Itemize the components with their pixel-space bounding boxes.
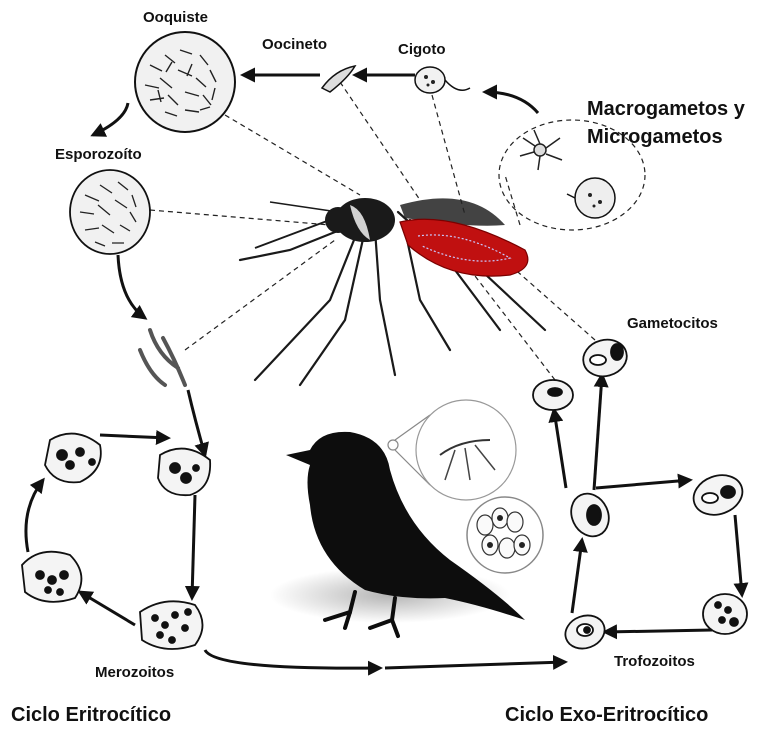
erythro-cell-2	[158, 449, 210, 496]
label-merozoitos: Merozoitos	[95, 664, 174, 681]
exo-cell-topright	[688, 469, 748, 522]
macrogameto-cell	[567, 178, 615, 218]
erythro-cell-4	[140, 601, 203, 649]
label-gametocitos: Gametocitos	[627, 315, 718, 332]
label-macrogametos-line2: Microgametos	[587, 124, 723, 150]
label-esporozoito: Esporozoíto	[55, 146, 142, 163]
exo-cells	[533, 335, 748, 654]
mosquito-illustration	[240, 198, 545, 385]
label-ciclo-exo-eritrocitico: Ciclo Exo-Eritrocítico	[505, 704, 708, 727]
exo-cell-bottomleft	[561, 610, 610, 654]
erythro-cell-3	[22, 552, 81, 602]
sporozoites	[140, 330, 185, 385]
label-trofozoitos: Trofozoitos	[614, 653, 695, 670]
cigoto-cell	[415, 67, 470, 93]
label-oocineto: Oocineto	[262, 36, 327, 53]
mosquito-inset	[388, 400, 516, 500]
gametocyte-cell-2	[579, 335, 631, 381]
erythro-cells	[22, 434, 210, 649]
label-macrogametos-line1: Macrogametos y	[587, 96, 745, 122]
blood-cells-inset	[467, 497, 543, 573]
oocineto-cell	[322, 66, 355, 92]
microgameto-cell	[520, 130, 562, 170]
esporozoito-cell	[70, 170, 150, 254]
label-ooquiste: Ooquiste	[143, 9, 208, 26]
erythro-cell-1	[45, 434, 101, 483]
exo-cell-bottomright	[703, 594, 747, 634]
ooquiste-cell	[135, 32, 235, 132]
exo-cell-center	[564, 487, 615, 542]
label-ciclo-eritrocitico: Ciclo Eritrocítico	[11, 704, 171, 727]
label-cigoto: Cigoto	[398, 41, 445, 58]
gametocyte-cell-1	[533, 380, 573, 410]
dashed-connectors	[150, 82, 645, 380]
